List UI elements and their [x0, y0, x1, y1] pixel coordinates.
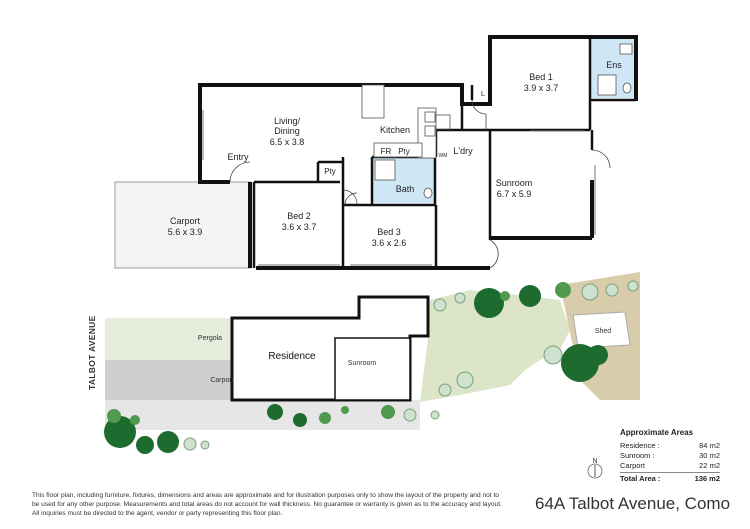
- north-label: N: [592, 458, 597, 465]
- bed1-label: Bed 1: [529, 72, 553, 82]
- area-row: Carport 22 m2: [620, 461, 720, 471]
- area-total-value: 136 m2: [694, 474, 720, 483]
- laundry-label: L'dry: [453, 146, 473, 156]
- kitchen-fixtures: [361, 43, 633, 199]
- lawn: [420, 290, 570, 402]
- sunroom-outline: [334, 337, 411, 401]
- carport-label: Carport: [170, 216, 201, 226]
- ensuite-label: Ens: [606, 60, 622, 70]
- shed-label: Shed: [595, 328, 611, 335]
- living-label-2: Dining: [274, 126, 300, 136]
- street-label: TALBOT AVENUE: [87, 315, 97, 390]
- sunroom-dims: 6.7 x 5.9: [497, 189, 532, 199]
- kitchen-label: Kitchen: [380, 125, 410, 135]
- fr-label: FR: [381, 147, 392, 156]
- windows: [202, 110, 596, 266]
- door-swings: [229, 99, 611, 269]
- entry-label: Entry: [227, 152, 249, 162]
- living-dims: 6.5 x 3.8: [270, 137, 305, 147]
- site-sunroom-label: Sunroom: [348, 360, 377, 367]
- wm-label: WM: [439, 153, 448, 159]
- sunroom-label: Sunroom: [496, 178, 533, 188]
- pty-label: Pty: [398, 147, 410, 156]
- living-label: Living/: [274, 116, 301, 126]
- north-arrow-icon: N: [587, 458, 603, 479]
- site-carport-label: Carport: [210, 377, 233, 384]
- pergola: [105, 318, 232, 360]
- area-row: Sunroom : 30 m2: [620, 451, 720, 461]
- site-plan: TALBOT AVENUE Pergola Carport Residence …: [87, 272, 640, 454]
- area-label: Residence :: [620, 441, 660, 450]
- area-value: 84 m2: [699, 441, 720, 450]
- carport-area: [114, 181, 251, 269]
- pergola-label: Pergola: [198, 335, 222, 342]
- area-total-label: Total Area :: [620, 474, 661, 483]
- linen-label: L: [481, 91, 485, 98]
- areas-heading: Approximate Areas: [620, 428, 694, 437]
- bed1-dims: 3.9 x 3.7: [524, 83, 559, 93]
- bed2-label: Bed 2: [287, 211, 311, 221]
- interior-walls: [252, 37, 636, 268]
- residence-label: Residence: [268, 351, 316, 362]
- trees: [104, 280, 639, 454]
- carport-dims: 5.6 x 3.9: [168, 227, 203, 237]
- site-carport: [105, 360, 235, 400]
- approximate-areas: Approximate Areas Residence : 84 m2 Sunr…: [620, 428, 720, 484]
- pty-label-2: Pty: [324, 167, 336, 176]
- paving: [105, 400, 420, 430]
- area-row: Residence : 84 m2: [620, 441, 720, 451]
- property-address: 64A Talbot Avenue, Como: [535, 494, 731, 513]
- bath-label: Bath: [396, 184, 415, 194]
- area-label: Sunroom :: [620, 451, 655, 460]
- disclaimer: This floor plan, including furniture, fi…: [32, 492, 502, 517]
- shed: [572, 311, 631, 349]
- area-total-row: Total Area : 136 m2: [620, 472, 720, 484]
- area-label: Carport: [620, 461, 646, 470]
- area-value: 30 m2: [699, 451, 720, 460]
- bed3-label: Bed 3: [377, 227, 401, 237]
- bed2-dims: 3.6 x 3.7: [282, 222, 317, 232]
- bed3-dims: 3.6 x 2.6: [372, 238, 407, 248]
- area-value: 22 m2: [699, 461, 720, 470]
